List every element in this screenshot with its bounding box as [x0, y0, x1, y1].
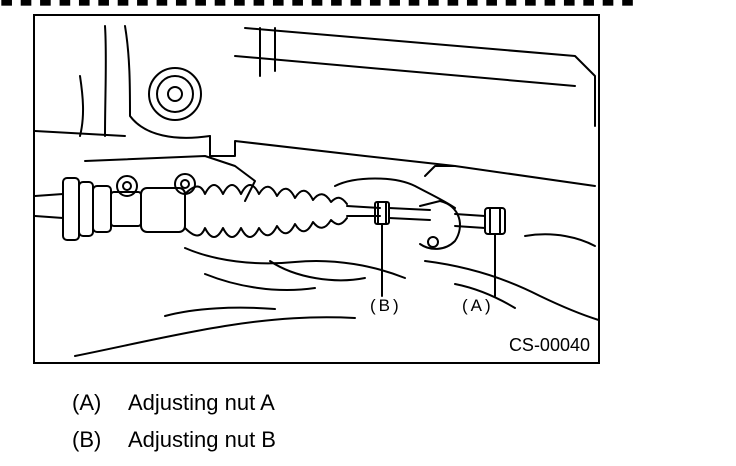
legend-text: Adjusting nut B	[128, 427, 276, 452]
legend-item-a: (A) Adjusting nut A	[72, 390, 275, 416]
cable-adjuster-illustration	[35, 25, 598, 357]
page-heading-fragment: ■ ■ ■ ■ ■ ■ ■ ■ ■ ■ ■ ■ ■ ■ ■ ■ ■ ■ ■ ■ …	[0, 0, 634, 13]
legend-item-b: (B) Adjusting nut B	[72, 427, 276, 453]
legend-key: (A)	[72, 390, 102, 415]
callout-label-a: (A)	[462, 296, 494, 315]
legend-text: Adjusting nut A	[128, 390, 275, 415]
callout-label-b: (B)	[370, 296, 402, 315]
figure-code: CS-00040	[508, 335, 590, 355]
figure-frame: (B) (A) CS-00040	[33, 14, 600, 364]
legend-key: (B)	[72, 427, 102, 452]
